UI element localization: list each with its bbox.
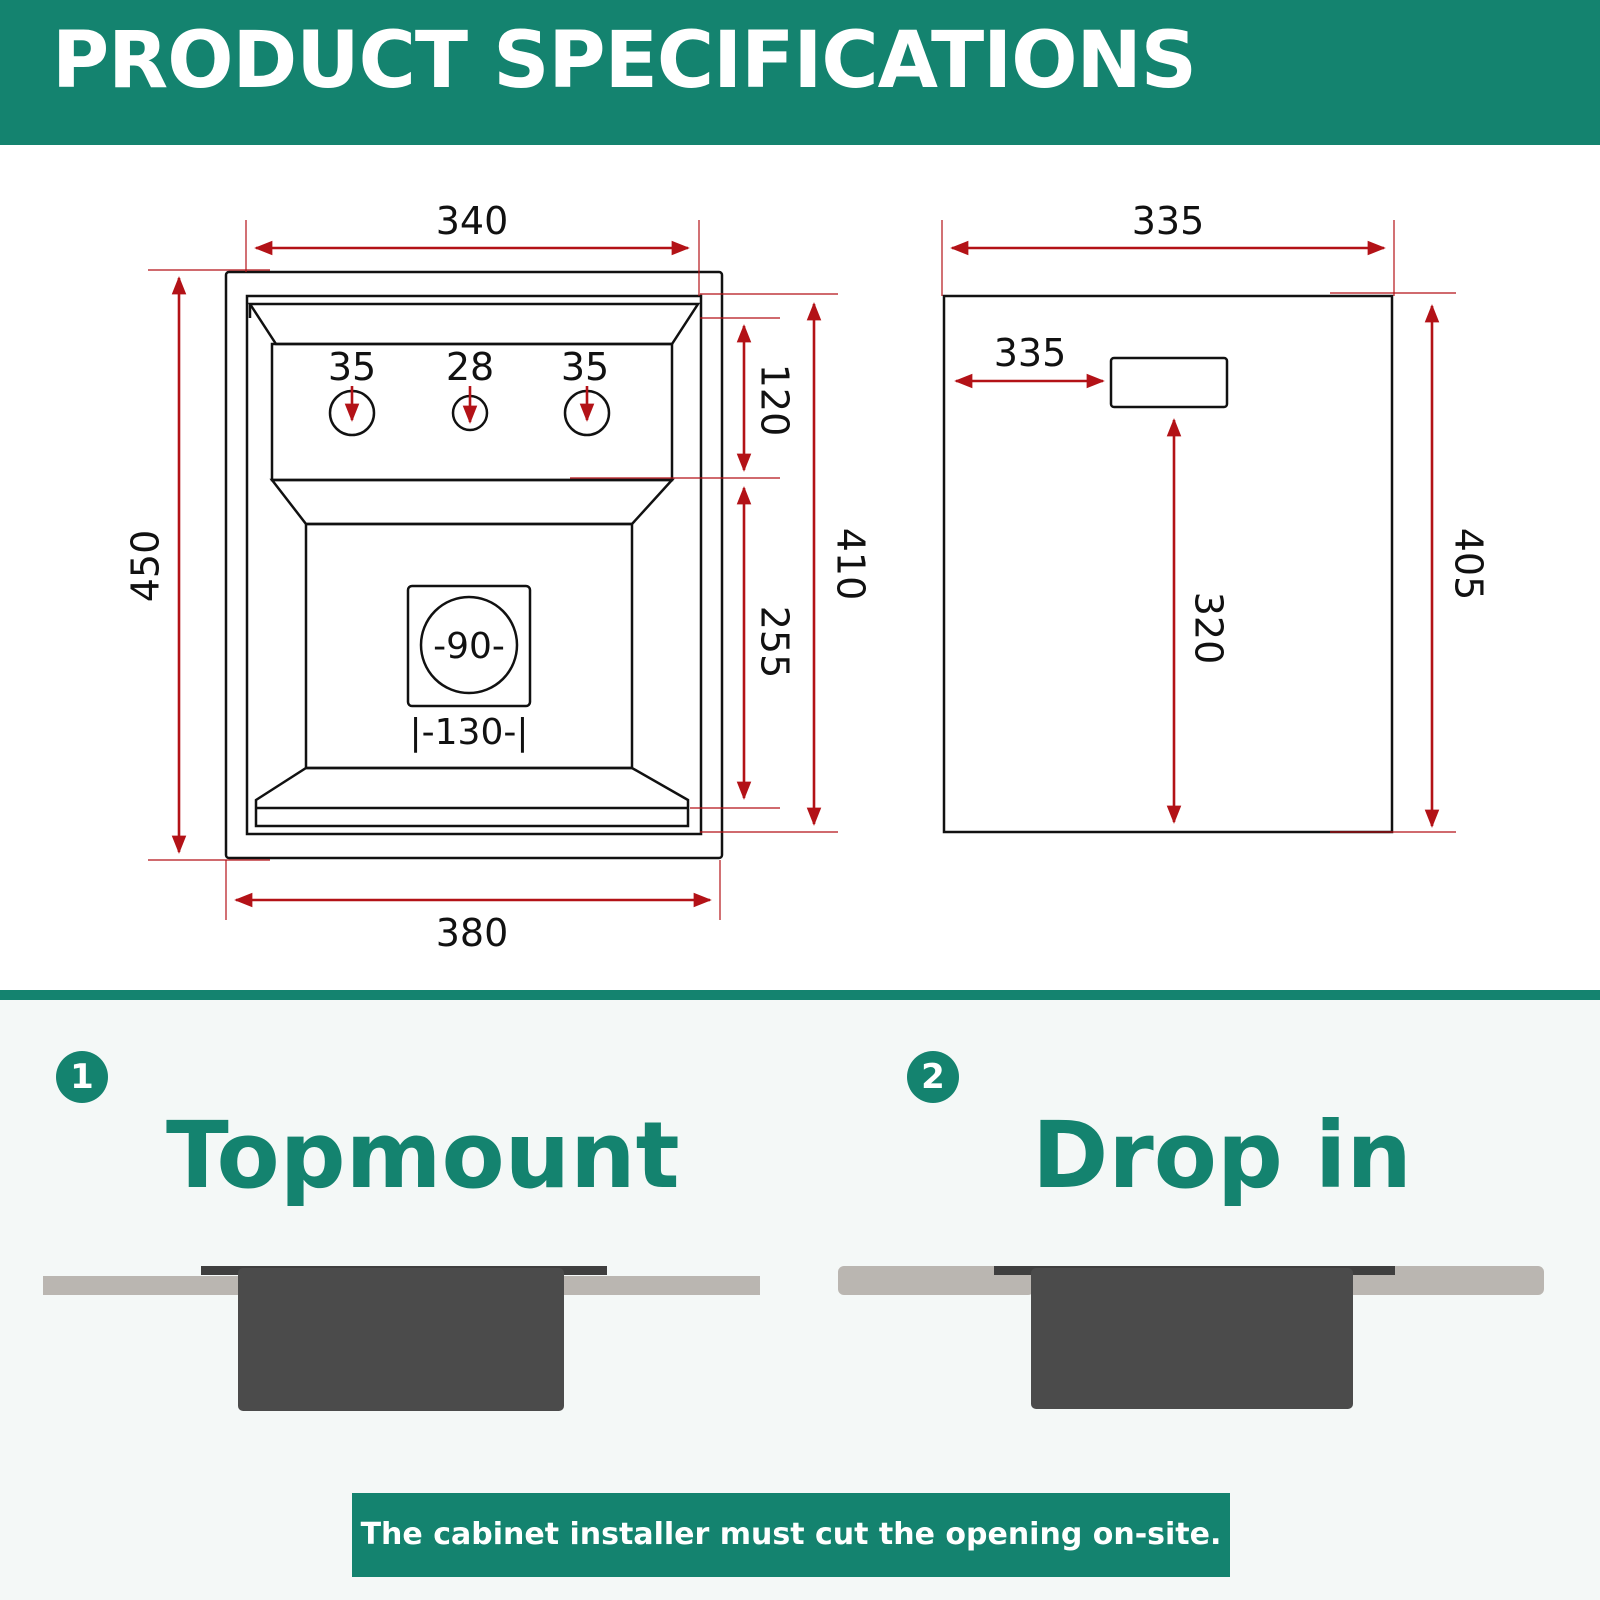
label-bowl-depth: 255: [753, 606, 797, 679]
label-ledge-depth: 120: [753, 364, 797, 437]
sink-basin: [238, 1268, 564, 1411]
option-number-badge-2: 2: [907, 1051, 959, 1103]
label-tap-hole-center: 28: [446, 345, 494, 389]
drain-square: [406, 584, 532, 708]
label-inner-width: 340: [436, 199, 509, 243]
label-drain-square: |-130-|: [410, 712, 529, 753]
label-inner-length: 410: [829, 528, 873, 601]
cutout-view: [942, 294, 1394, 834]
label-tap-hole-left: 35: [328, 345, 376, 389]
header-banner: PRODUCT SPECIFICATIONS: [0, 0, 1600, 145]
countertop-left: [838, 1266, 1034, 1295]
installer-note: The cabinet installer must cut the openi…: [352, 1493, 1230, 1577]
drain-circle: [419, 595, 519, 695]
page-title: PRODUCT SPECIFICATIONS: [52, 16, 1197, 106]
label-drain-diameter: -90-: [433, 626, 505, 667]
sink-basin: [1031, 1268, 1353, 1409]
label-outer-height: 450: [124, 530, 168, 603]
section-divider: [0, 990, 1600, 1000]
topmount-illustration: [43, 1266, 760, 1411]
tap-hole-slot: [1109, 356, 1229, 409]
drop-in-title: Drop in: [1032, 1102, 1412, 1209]
sink-outer-rim: [224, 270, 724, 860]
countertop-right: [560, 1276, 760, 1295]
sink-inner-rim: [245, 294, 703, 836]
label-cutout-vertical: 320: [1187, 592, 1231, 665]
label-tap-hole-right: 35: [561, 345, 609, 389]
cutout-rectangle: [942, 294, 1394, 834]
countertop-left: [43, 1276, 243, 1295]
label-cutout-width: 335: [1132, 199, 1205, 243]
specification-drawing-area: [0, 145, 1600, 990]
topmount-title: Topmount: [166, 1102, 680, 1209]
option-number-badge-1: 1: [56, 1051, 108, 1103]
drop-in-illustration: [838, 1266, 1544, 1409]
label-cutout-height: 405: [1447, 528, 1491, 601]
label-cutout-offset: 335: [994, 331, 1067, 375]
label-outer-width: 380: [436, 911, 509, 955]
